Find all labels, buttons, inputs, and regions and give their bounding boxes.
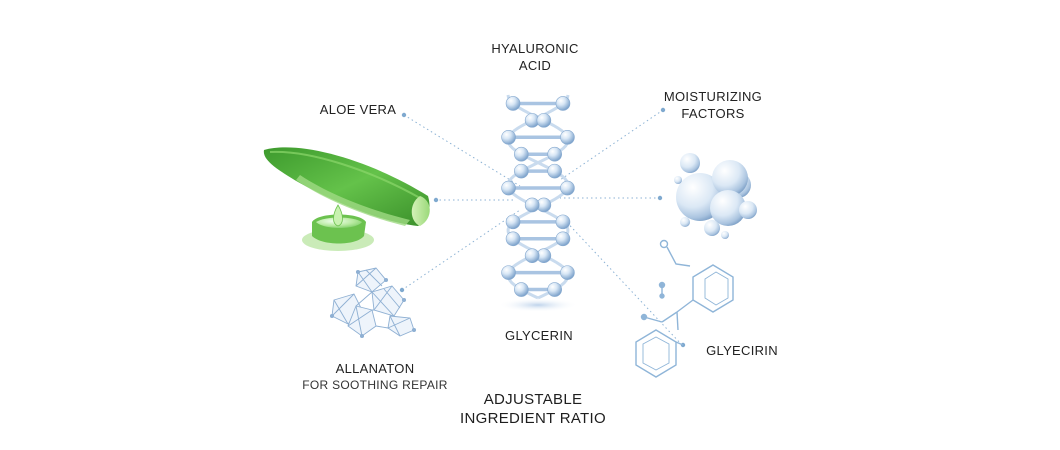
label-glyecirin: GLYECIRIN [706,343,778,358]
label-moisturizing-factors: MOISTURIZING FACTORS [648,88,778,122]
label-allanaton-line2: FOR SOOTHING REPAIR [302,378,448,392]
label-moisturizing-line1: MOISTURIZING [663,89,763,104]
label-glycerin: GLYCERIN [505,328,573,343]
label-adjustable-ratio: ADJUSTABLE INGREDIENT RATIO [448,390,618,428]
label-hyaluronic-acid-line1: HYALURONIC [491,41,579,56]
label-adjustable-line2: INGREDIENT RATIO [460,410,606,427]
aloe-leaf-icon [263,147,430,251]
label-moisturizing-line2: FACTORS [681,106,745,121]
bubbles-icon [674,153,757,239]
chemical-structure-icon [635,239,734,378]
label-allanaton-line1: ALLANATON [335,361,415,376]
connector-glyecirin [559,214,683,346]
connector-aloe-vera [403,114,521,187]
label-hyaluronic-acid-line2: ACID [518,58,552,73]
label-adjustable-line1: ADJUSTABLE [483,391,583,408]
crystal-lattice-icon [329,267,417,339]
connector-lines [401,109,683,346]
label-aloe-vera: ALOE VERA [319,102,397,117]
label-hyaluronic-acid: HYALURONIC ACID [470,40,600,74]
connector-allanaton [401,209,521,291]
label-allanaton: ALLANATON FOR SOOTHING REPAIR [300,360,450,394]
connector-moisturizing [559,109,664,181]
dna-helix-icon [501,94,575,300]
